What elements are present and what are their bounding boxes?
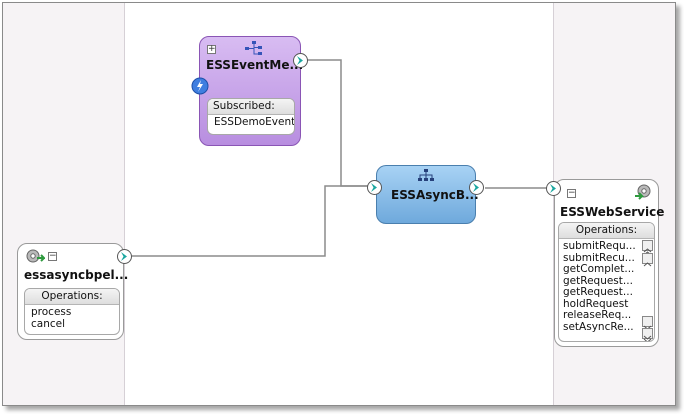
composite-frame: + ESSEventMe... Subscribed: ESSDemoEvent [2,2,676,406]
operation-item[interactable]: setAsyncRe... [563,320,634,333]
wires-layer [132,59,548,257]
gear-service-icon [634,183,654,205]
operation-item[interactable]: releaseReq... [563,309,632,321]
subscribed-event[interactable]: ESSDemoEvent [214,116,295,128]
operation-item[interactable]: getRequest... [563,274,633,287]
bpel-tree-icon [417,168,435,188]
web-service-operations-header: Operations: [559,223,654,239]
event-lightning-icon [191,77,209,99]
scroll-up-button[interactable] [642,253,653,267]
collapse-toggle[interactable]: − [48,251,57,261]
collapse-toggle[interactable]: − [567,188,576,198]
expand-toggle[interactable]: + [207,44,216,54]
subscribed-box: Subscribed: ESSDemoEvent [207,98,295,135]
wire-bpel-to-async[interactable] [132,185,373,257]
scroll-down-button[interactable] [642,316,653,330]
subscribed-list: ESSDemoEvent [208,115,294,131]
web-service-reference[interactable]: − ESSWebService Operations: submitRequ..… [554,179,664,347]
wire-mediator-to-async[interactable] [307,59,373,187]
async-bpel-component[interactable]: ESSAsyncB... [376,165,479,224]
async-component-title: ESSAsyncB... [391,188,479,202]
web-service-arrow[interactable] [546,181,561,196]
mediator-tree-icon [244,40,264,62]
operation-item[interactable]: getRequest... [563,286,633,298]
async-reference-arrow[interactable] [469,180,484,195]
scroll-bottom-button[interactable] [642,328,653,341]
event-mediator-component[interactable]: + ESSEventMe... Subscribed: ESSDemoEvent [199,36,304,146]
web-service-operations-box: Operations: submitRequ... submitRecu... … [558,222,655,342]
bpel-operations-box: Operations: process cancel [24,288,120,335]
web-service-operations-list: submitRequ... submitRecu... getComplet..… [559,239,654,335]
bpel-service-arrow[interactable] [117,249,132,264]
bpel-process-service[interactable]: − essasyncbpel... Operations: process ca… [17,243,128,340]
event-mediator-title: ESSEventMe... [206,58,304,72]
operation-cancel[interactable]: cancel [31,317,66,330]
subscribed-header: Subscribed: [208,99,294,115]
bpel-operations-header: Operations: [25,289,119,305]
web-service-title: ESSWebService [560,205,665,219]
mediator-reference-arrow[interactable] [293,53,308,68]
scroll-top-button[interactable] [642,240,653,256]
bpel-operations-list: process cancel [25,305,119,332]
bpel-process-title: essasyncbpel... [24,268,129,282]
gear-service-icon [25,248,47,270]
async-service-arrow[interactable] [367,180,382,195]
operation-item[interactable]: holdRequest [563,297,629,310]
operation-item[interactable]: getComplet... [563,263,635,275]
operation-process[interactable]: process [31,306,72,318]
operation-item[interactable]: submitRequ... [563,240,636,252]
operation-item[interactable]: submitRecu... [563,251,635,264]
